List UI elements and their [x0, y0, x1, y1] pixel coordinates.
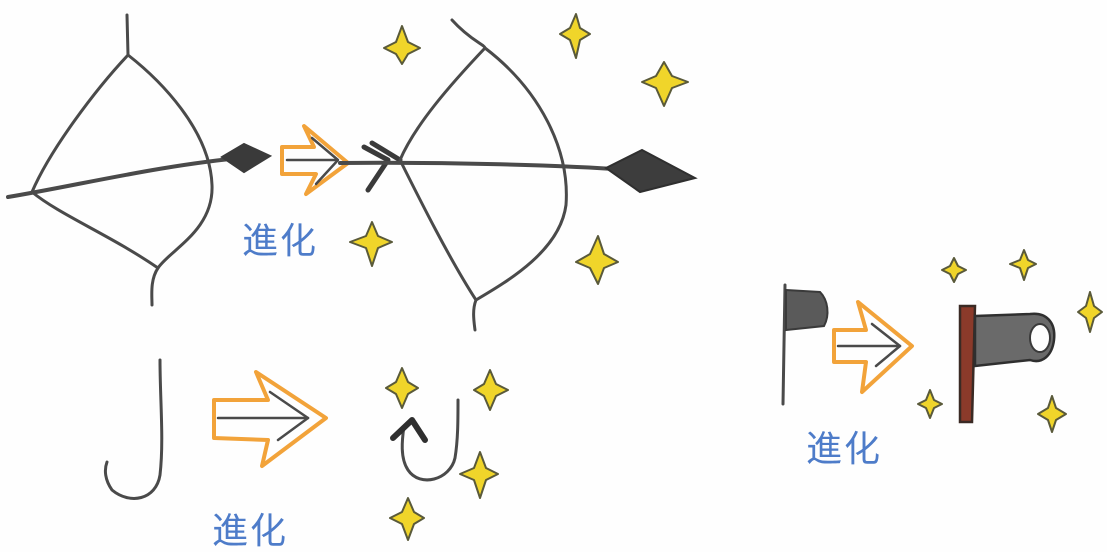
hook-basic-icon: [105, 360, 161, 498]
sparkle-icon: [918, 390, 942, 418]
bow-basic-icon: [8, 15, 270, 305]
sparkle-icon: [350, 222, 392, 266]
sparkle-icon: [560, 14, 590, 58]
evolve-label-axe: 進化: [806, 420, 882, 472]
evolve-arrow-icon-2: [214, 372, 326, 466]
sparkle-icon: [642, 62, 688, 106]
flag-basic-icon: [783, 285, 827, 404]
sparkle-icon: [576, 236, 618, 284]
sparkle-icon: [384, 26, 420, 64]
hook-evolved-icon: [393, 400, 458, 480]
sparkle-icon: [390, 498, 424, 540]
sparkle-icon: [386, 368, 418, 408]
sparkle-icon: [1078, 292, 1102, 332]
sparkle-icon: [460, 452, 498, 498]
evolve-arrow-icon-1: [282, 126, 348, 194]
evolve-arrow-icon-3: [834, 302, 912, 392]
sparkle-icon: [942, 258, 966, 282]
sparkle-icon: [1010, 250, 1036, 280]
evolve-label-hook: 進化: [212, 502, 288, 554]
bow-evolved-icon: [340, 20, 695, 330]
axe-evolved-icon: [960, 306, 1054, 422]
sparkle-icon: [1038, 396, 1066, 432]
sparkle-icon: [474, 370, 508, 410]
evolve-label-bow: 進化: [242, 212, 318, 264]
